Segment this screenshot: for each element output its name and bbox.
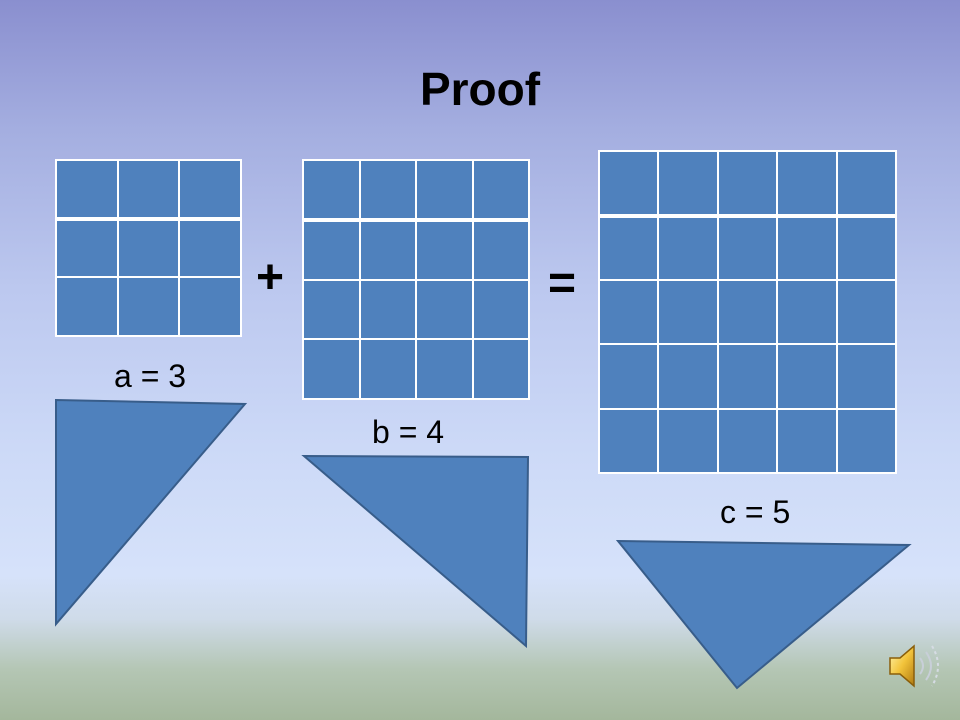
triangle-b <box>301 454 530 649</box>
grid-cell <box>180 161 240 218</box>
grid-cell <box>837 280 895 344</box>
grid-cell <box>600 409 658 472</box>
grid-cell <box>659 280 717 344</box>
grid-cell <box>778 409 836 472</box>
grid-cell <box>837 216 895 279</box>
grid-cell <box>360 340 415 398</box>
grid-cell <box>118 219 179 277</box>
grid-cell <box>417 280 472 339</box>
grid-cell <box>659 345 717 408</box>
square-c-grid <box>598 150 897 474</box>
row-divider <box>598 214 897 218</box>
grid-cell <box>417 220 472 279</box>
plus-sign: + <box>256 251 285 304</box>
grid-cell <box>837 345 895 408</box>
grid-cell <box>304 340 359 398</box>
grid-cell <box>600 152 658 215</box>
grid-cell <box>57 278 117 335</box>
row-divider <box>302 218 530 222</box>
grid-cell <box>778 280 836 344</box>
grid-cell <box>360 220 415 279</box>
grid-cell <box>417 161 472 219</box>
slide-title: Proof <box>419 63 541 115</box>
grid-cell <box>778 345 836 408</box>
grid-cell <box>473 280 528 339</box>
label-b: b = 4 <box>372 414 445 450</box>
label-a: a = 3 <box>114 358 187 394</box>
grid-cell <box>718 409 777 472</box>
speaker-icon[interactable] <box>886 640 942 692</box>
grid-cell <box>304 220 359 279</box>
grid-cell <box>778 216 836 279</box>
grid-cell <box>360 280 415 339</box>
triangle-a <box>55 398 248 627</box>
grid-cell <box>417 340 472 398</box>
grid-cell <box>360 161 415 219</box>
grid-cell <box>718 152 777 215</box>
grid-cell <box>600 216 658 279</box>
square-a-grid <box>55 159 242 337</box>
grid-cell <box>659 216 717 279</box>
grid-cell <box>837 152 895 215</box>
grid-cell <box>718 216 777 279</box>
grid-cell <box>118 278 179 335</box>
grid-cell <box>473 161 528 219</box>
grid-cell <box>118 161 179 218</box>
grid-cell <box>659 152 717 215</box>
square-b-grid <box>302 159 530 400</box>
grid-cell <box>600 345 658 408</box>
row-divider <box>55 217 242 221</box>
grid-cell <box>304 280 359 339</box>
grid-cell <box>837 409 895 472</box>
grid-cell <box>180 278 240 335</box>
grid-cell <box>473 220 528 279</box>
grid-cell <box>600 280 658 344</box>
grid-cell <box>778 152 836 215</box>
grid-cell <box>718 345 777 408</box>
label-c: c = 5 <box>720 494 791 530</box>
triangle-c <box>615 539 912 690</box>
equals-sign: = <box>548 257 577 310</box>
grid-cell <box>57 161 117 218</box>
grid-cell <box>57 219 117 277</box>
grid-cell <box>304 161 359 219</box>
grid-cell <box>473 340 528 398</box>
grid-cell <box>180 219 240 277</box>
grid-cell <box>659 409 717 472</box>
grid-cell <box>718 280 777 344</box>
